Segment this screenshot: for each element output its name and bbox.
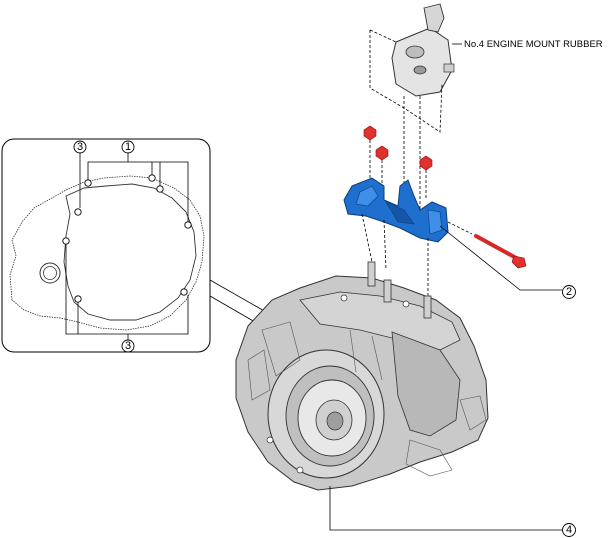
engine-mount-rubber-label: No.4 ENGINE MOUNT RUBBER [464,39,603,50]
callout-2: 2 [439,225,576,299]
callout-1-number: 1 [125,141,131,153]
oil-seal [39,262,61,284]
nut-2 [375,145,389,185]
callout-4-number: 4 [566,524,572,536]
case-outline [9,175,205,331]
nut-1 [363,125,377,182]
engine-mount-rubber: No.4 ENGINE MOUNT RUBBER [369,3,603,210]
detail-inset: 1 3 3 [1,138,211,353]
callout-3a-number: 3 [77,141,83,153]
callout-3b-number: 3 [125,340,131,352]
transaxle-assembly [235,261,489,491]
mount-bracket [343,177,449,243]
stud-guide-lines [361,213,429,296]
callout-3b: 3 [121,339,135,353]
callout-3b-leaders [65,244,189,340]
callout-2-number: 2 [566,286,572,298]
callout-3a: 3 [73,140,87,154]
callout-4: 4 [329,486,576,537]
through-bolt [447,221,527,269]
callout-1-leaders [87,153,189,222]
callout-1: 1 [121,140,135,154]
nut-3 [419,155,433,200]
mount-nuts [363,125,433,200]
mount-studs [367,261,432,319]
